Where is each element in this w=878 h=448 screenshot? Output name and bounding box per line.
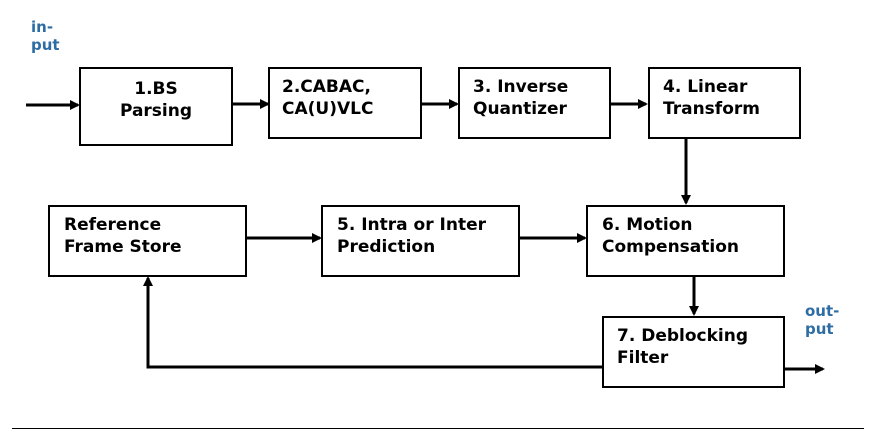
cabac-block: 2.CABAC, CA(U)VLC (268, 67, 422, 139)
reference-frame-store-block: Reference Frame Store (48, 205, 247, 277)
arrow-deblocking-to-reference (143, 276, 602, 369)
bottom-rule (12, 428, 864, 429)
motion-compensation-block: 6. Motion Compensation (586, 205, 785, 277)
deblocking-filter-block: 7. Deblocking Filter (602, 316, 785, 388)
bs-parsing-block: 1.BS Parsing (79, 67, 233, 146)
prediction-block: 5. Intra or Inter Prediction (321, 205, 520, 277)
linear-transform-block: 4. Linear Transform (648, 67, 801, 139)
output-label: out- put (805, 302, 840, 338)
inverse-quantizer-block: 3. Inverse Quantizer (458, 67, 611, 139)
input-label: in- put (31, 18, 60, 54)
